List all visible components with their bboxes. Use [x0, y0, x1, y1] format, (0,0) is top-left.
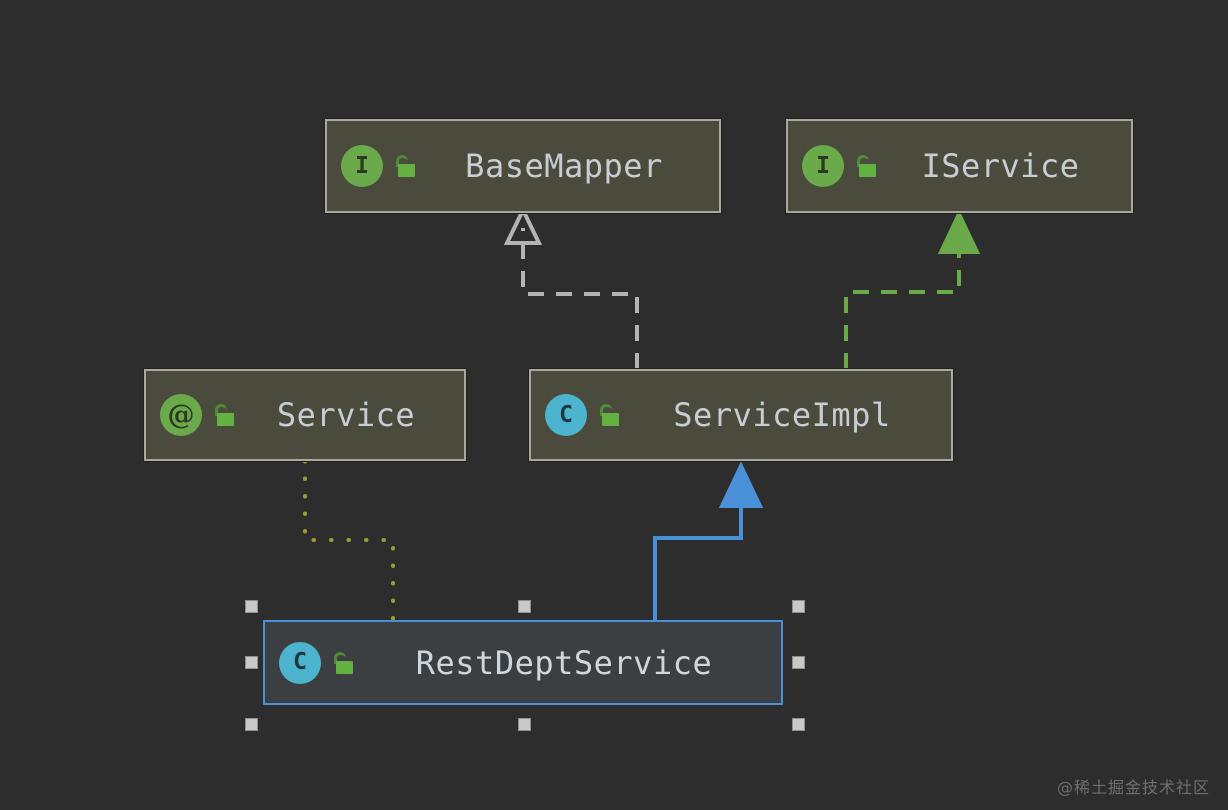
node-icon-group: I — [327, 145, 419, 187]
unlocked-padlock-icon — [212, 402, 238, 428]
edge-rest-dept-service-to-service-impl[interactable] — [653, 500, 743, 620]
unlocked-padlock-icon — [854, 153, 880, 179]
uml-node-base-mapper[interactable]: I BaseMapper — [325, 119, 721, 213]
node-icon-group: C — [265, 641, 357, 684]
uml-node-title: IService — [921, 147, 1080, 185]
edge-service-impl-to-base-mapper-arrowhead — [503, 205, 543, 245]
edge-service-impl-to-base-mapper[interactable] — [521, 228, 639, 369]
edge-service-impl-to-iservice-arrowhead — [937, 209, 981, 254]
uml-node-title: Service — [276, 396, 416, 434]
handle-bottom-right[interactable] — [792, 718, 805, 731]
edge-rest-dept-service-to-service-impl-arrowhead — [718, 461, 764, 508]
annotation-badge-icon: @ — [160, 394, 202, 436]
uml-node-title: RestDeptService — [415, 643, 713, 682]
handle-bottom-left[interactable] — [245, 718, 258, 731]
unlocked-padlock-icon — [393, 153, 419, 179]
watermark-label: @稀土掘金技术社区 — [1056, 778, 1210, 797]
uml-node-title: ServiceImpl — [673, 396, 891, 434]
handle-bottom-center[interactable] — [518, 718, 531, 731]
class-badge-icon: C — [545, 394, 587, 436]
node-icon-group: I — [788, 145, 880, 187]
interface-badge-icon: I — [802, 145, 844, 187]
uml-node-title: BaseMapper — [465, 147, 663, 185]
edge-service-impl-to-iservice[interactable] — [844, 244, 961, 369]
handle-middle-right[interactable] — [792, 656, 805, 669]
handle-top-right[interactable] — [792, 600, 805, 613]
interface-badge-icon: I — [341, 145, 383, 187]
unlocked-padlock-icon — [597, 402, 623, 428]
node-icon-group: @ — [146, 394, 238, 436]
handle-middle-left[interactable] — [245, 656, 258, 669]
uml-node-rest-dept-service[interactable]: C RestDeptService — [263, 620, 783, 705]
uml-node-iservice[interactable]: I IService — [786, 119, 1133, 213]
unlocked-padlock-icon — [331, 650, 357, 676]
uml-node-service-impl[interactable]: C ServiceImpl — [529, 369, 953, 461]
edge-rest-dept-service-to-service[interactable] — [303, 459, 395, 622]
handle-top-left[interactable] — [245, 600, 258, 613]
class-badge-icon: C — [279, 641, 321, 684]
node-icon-group: C — [531, 394, 623, 436]
uml-node-service[interactable]: @ Service — [144, 369, 466, 461]
handle-top-center[interactable] — [518, 600, 531, 613]
